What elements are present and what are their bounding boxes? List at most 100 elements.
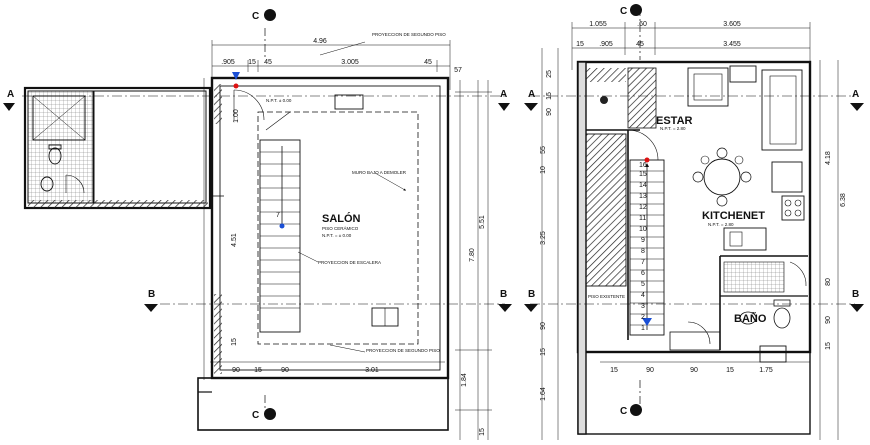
right-top-dim-6: 45 (636, 41, 644, 48)
right-right-dim-3: 80 (825, 278, 832, 286)
stair-number-12: 12 (639, 204, 647, 211)
room-level-kitchenet: N.P.T. = 2.80 (708, 222, 734, 227)
stair-number-15: 15 (639, 171, 647, 178)
right-bottom-dim-3: 90 (690, 367, 698, 374)
room-level-estar: N.P.T. = 2.80 (660, 126, 686, 131)
left-top-dim-total: 4.96 (313, 38, 327, 45)
room-name-bano: BAÑO (734, 312, 767, 325)
left-left-dim-3: 15 (231, 338, 238, 346)
room-floor-salon: PISO CERÁMICO (322, 225, 359, 231)
svg-text:A: A (528, 89, 535, 100)
svg-text:B: B (852, 289, 859, 300)
stair-number-3: 3 (641, 303, 645, 310)
left-top-dim-1: .905 (221, 59, 235, 66)
right-top-dim-3: 3.605 (723, 21, 741, 28)
stair-number-4: 4 (641, 292, 645, 299)
section-marker-c-top-left: C (252, 9, 276, 22)
section-marker-a-left: A (3, 89, 15, 111)
right-right-dim-1: 4.18 (825, 151, 832, 165)
stair-number-16: 16 (639, 162, 647, 169)
stair-number-10: 10 (639, 226, 647, 233)
stair-number-6: 6 (641, 270, 645, 277)
left-right-dim-2: 7.80 (469, 248, 476, 262)
right-left-dim-2: 15 (546, 92, 553, 100)
left-top-dim-2: 15 (248, 59, 256, 66)
right-bottom-dim-1: 15 (610, 367, 618, 374)
right-left-dim-6: 3.25 (540, 231, 547, 245)
stair-step-number: 7 (276, 212, 280, 219)
section-marker-b-right-left: B (524, 289, 538, 312)
svg-text:A: A (500, 89, 507, 100)
wall-note: MURO BAJO A DEMOLER (352, 170, 407, 175)
svg-text:B: B (528, 289, 535, 300)
left-top-dim-5: 45 (424, 59, 432, 66)
right-left-dim-8: 15 (540, 348, 547, 356)
left-bottom-dim-1: 90 (232, 367, 240, 374)
right-left-dim-1: 25 (546, 70, 553, 78)
left-top-dim-6: 57 (454, 67, 462, 74)
left-bottom-dim-3: 90 (281, 367, 289, 374)
left-right-dim-1: 5.51 (479, 215, 486, 229)
svg-text:B: B (148, 289, 155, 300)
right-bottom-dim-4: 15 (726, 367, 734, 374)
left-bottom-dim-4: 3.01 (365, 367, 379, 374)
right-right-dim-4: 90 (825, 316, 832, 324)
left-right-dim-3: 1.84 (461, 373, 468, 387)
entry-level-note: N.P.T. ± 0.00 (266, 98, 292, 103)
section-marker-b-mid: B (498, 289, 512, 312)
svg-text:C: C (252, 410, 259, 421)
left-top-dim-4: 3.005 (341, 59, 359, 66)
room-name-estar: ESTAR (656, 115, 693, 127)
left-right-dim-4: 15 (479, 428, 486, 436)
stair-number-5: 5 (641, 281, 645, 288)
right-bottom-dim-5: 1.75 (759, 367, 773, 374)
right-left-dim-4: 55 (540, 146, 547, 154)
section-marker-a-right: A (850, 89, 864, 111)
room-level-salon: N.P.T. = ± 0.00 (322, 233, 352, 238)
right-top-dim-5: .905 (599, 41, 613, 48)
svg-text:C: C (620, 6, 627, 17)
bottom-projection-note: PROYECCION DE SEGUNDO PISO (366, 348, 440, 353)
right-top-dim-1: 1.055 (589, 21, 607, 28)
section-marker-a-right-left: A (524, 89, 538, 111)
stair-projection-note: PROYECCION DE ESCALERA (318, 260, 381, 265)
stair-number-11: 11 (639, 215, 646, 222)
right-bottom-dim-2: 90 (646, 367, 654, 374)
stair-number-7: 7 (641, 259, 645, 266)
right-right-dim-2: 6.38 (840, 193, 847, 207)
stair-numbers: 1 2 3 4 5 6 7 8 9 10 11 12 13 14 15 16 (639, 162, 647, 332)
right-top-dim-4: 15 (576, 41, 584, 48)
svg-text:C: C (620, 406, 627, 417)
svg-text:B: B (500, 289, 507, 300)
left-floor-plan (22, 28, 505, 440)
svg-text:A: A (7, 89, 14, 100)
right-top-dim-7: 3.455 (723, 41, 741, 48)
svg-text:C: C (252, 11, 259, 22)
section-marker-c-bottom-left: C (252, 408, 276, 421)
stair-number-1: 1 (641, 325, 645, 332)
section-marker-b-right: B (850, 289, 864, 312)
left-top-note: PROYECCION DE SEGUNDO PISO (372, 32, 446, 37)
right-left-dim-5: 10 (540, 166, 547, 174)
right-left-dim-7: 90 (540, 322, 547, 330)
left-top-dim-3: 45 (264, 59, 272, 66)
stair-number-8: 8 (641, 248, 645, 255)
left-bottom-dim-2: 15 (254, 367, 262, 374)
section-marker-c-top-right: C (620, 4, 642, 17)
svg-text:A: A (852, 89, 859, 100)
stair-number-14: 14 (639, 182, 647, 189)
stair-number-2: 2 (641, 314, 645, 321)
existing-floor-note: PISO EXISTENTE (588, 294, 625, 299)
stair-number-13: 13 (639, 193, 647, 200)
right-left-dim-3: 90 (546, 108, 553, 116)
section-marker-b-left: B (144, 289, 158, 312)
right-top-dim-2: .60 (637, 21, 647, 28)
right-right-dim-5: 15 (825, 342, 832, 350)
left-left-dim-2: 4.51 (231, 233, 238, 247)
stair-number-9: 9 (641, 237, 645, 244)
section-marker-c-bottom-right: C (620, 404, 642, 417)
right-left-dim-9: 1.64 (540, 387, 547, 401)
room-name-kitchenet: KITCHENET (702, 210, 765, 222)
section-marker-a-mid: A (498, 89, 510, 111)
